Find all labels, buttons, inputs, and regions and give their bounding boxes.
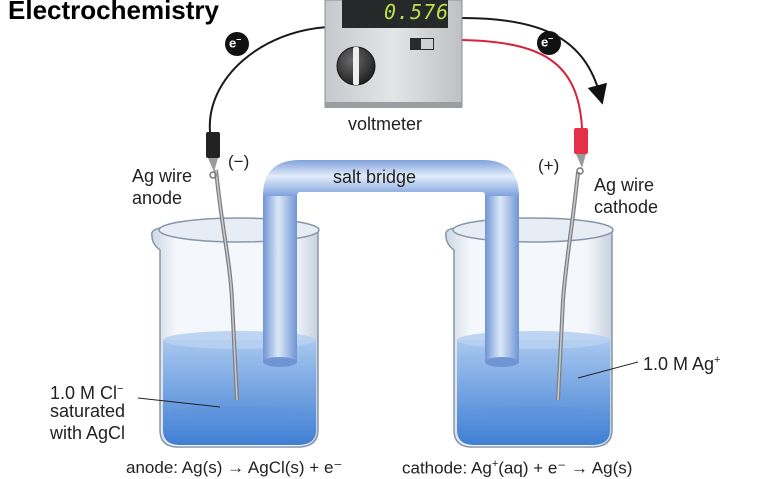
anode-sign: (−) xyxy=(228,152,250,171)
cathode-wire-label-1: Ag wire xyxy=(594,175,655,195)
electron-arc-left xyxy=(208,26,331,133)
anode-wire-label-2: anode xyxy=(132,188,183,208)
voltmeter-label: voltmeter xyxy=(348,114,423,134)
electron-badge-left xyxy=(225,32,249,56)
red-lead-wire xyxy=(461,39,583,129)
cathode-sign: (+) xyxy=(538,156,560,175)
cathode-solution xyxy=(457,340,610,445)
electron-label-left: e– xyxy=(229,34,242,51)
voltmeter xyxy=(324,0,463,108)
cathode-electrode xyxy=(556,128,588,401)
cathode-wire-label-2: cathode xyxy=(594,197,659,217)
salt-bridge xyxy=(263,160,519,367)
anode-solution-label-3: with AgCl xyxy=(50,423,126,443)
cathode-half-reaction: cathode: Ag+(aq) + e⁻ → Ag(s) xyxy=(402,458,633,478)
anode-wire-label-1: Ag wire xyxy=(132,166,193,186)
voltmeter-reading: 0.576 xyxy=(384,0,450,24)
anode-solution-label-2: saturated xyxy=(50,401,126,421)
electron-badge-right xyxy=(537,31,561,55)
anode-half-reaction: anode: Ag(s) → AgCl(s) + e⁻ xyxy=(126,458,343,477)
cathode-solution-label: 1.0 M Ag+ xyxy=(643,354,721,374)
cathode-solution-leader xyxy=(577,361,639,379)
anode-electrode xyxy=(206,132,239,401)
anode-solution-leader xyxy=(137,397,221,408)
anode-solution-label-1: 1.0 M Cl− xyxy=(50,383,124,403)
voltmeter-display xyxy=(342,0,448,28)
electron-label-right: e– xyxy=(541,33,554,50)
cathode-beaker xyxy=(444,217,614,448)
page-title: Electrochemistry xyxy=(8,0,219,25)
salt-bridge-label: salt bridge xyxy=(333,167,417,187)
electron-arc-right xyxy=(461,17,608,105)
